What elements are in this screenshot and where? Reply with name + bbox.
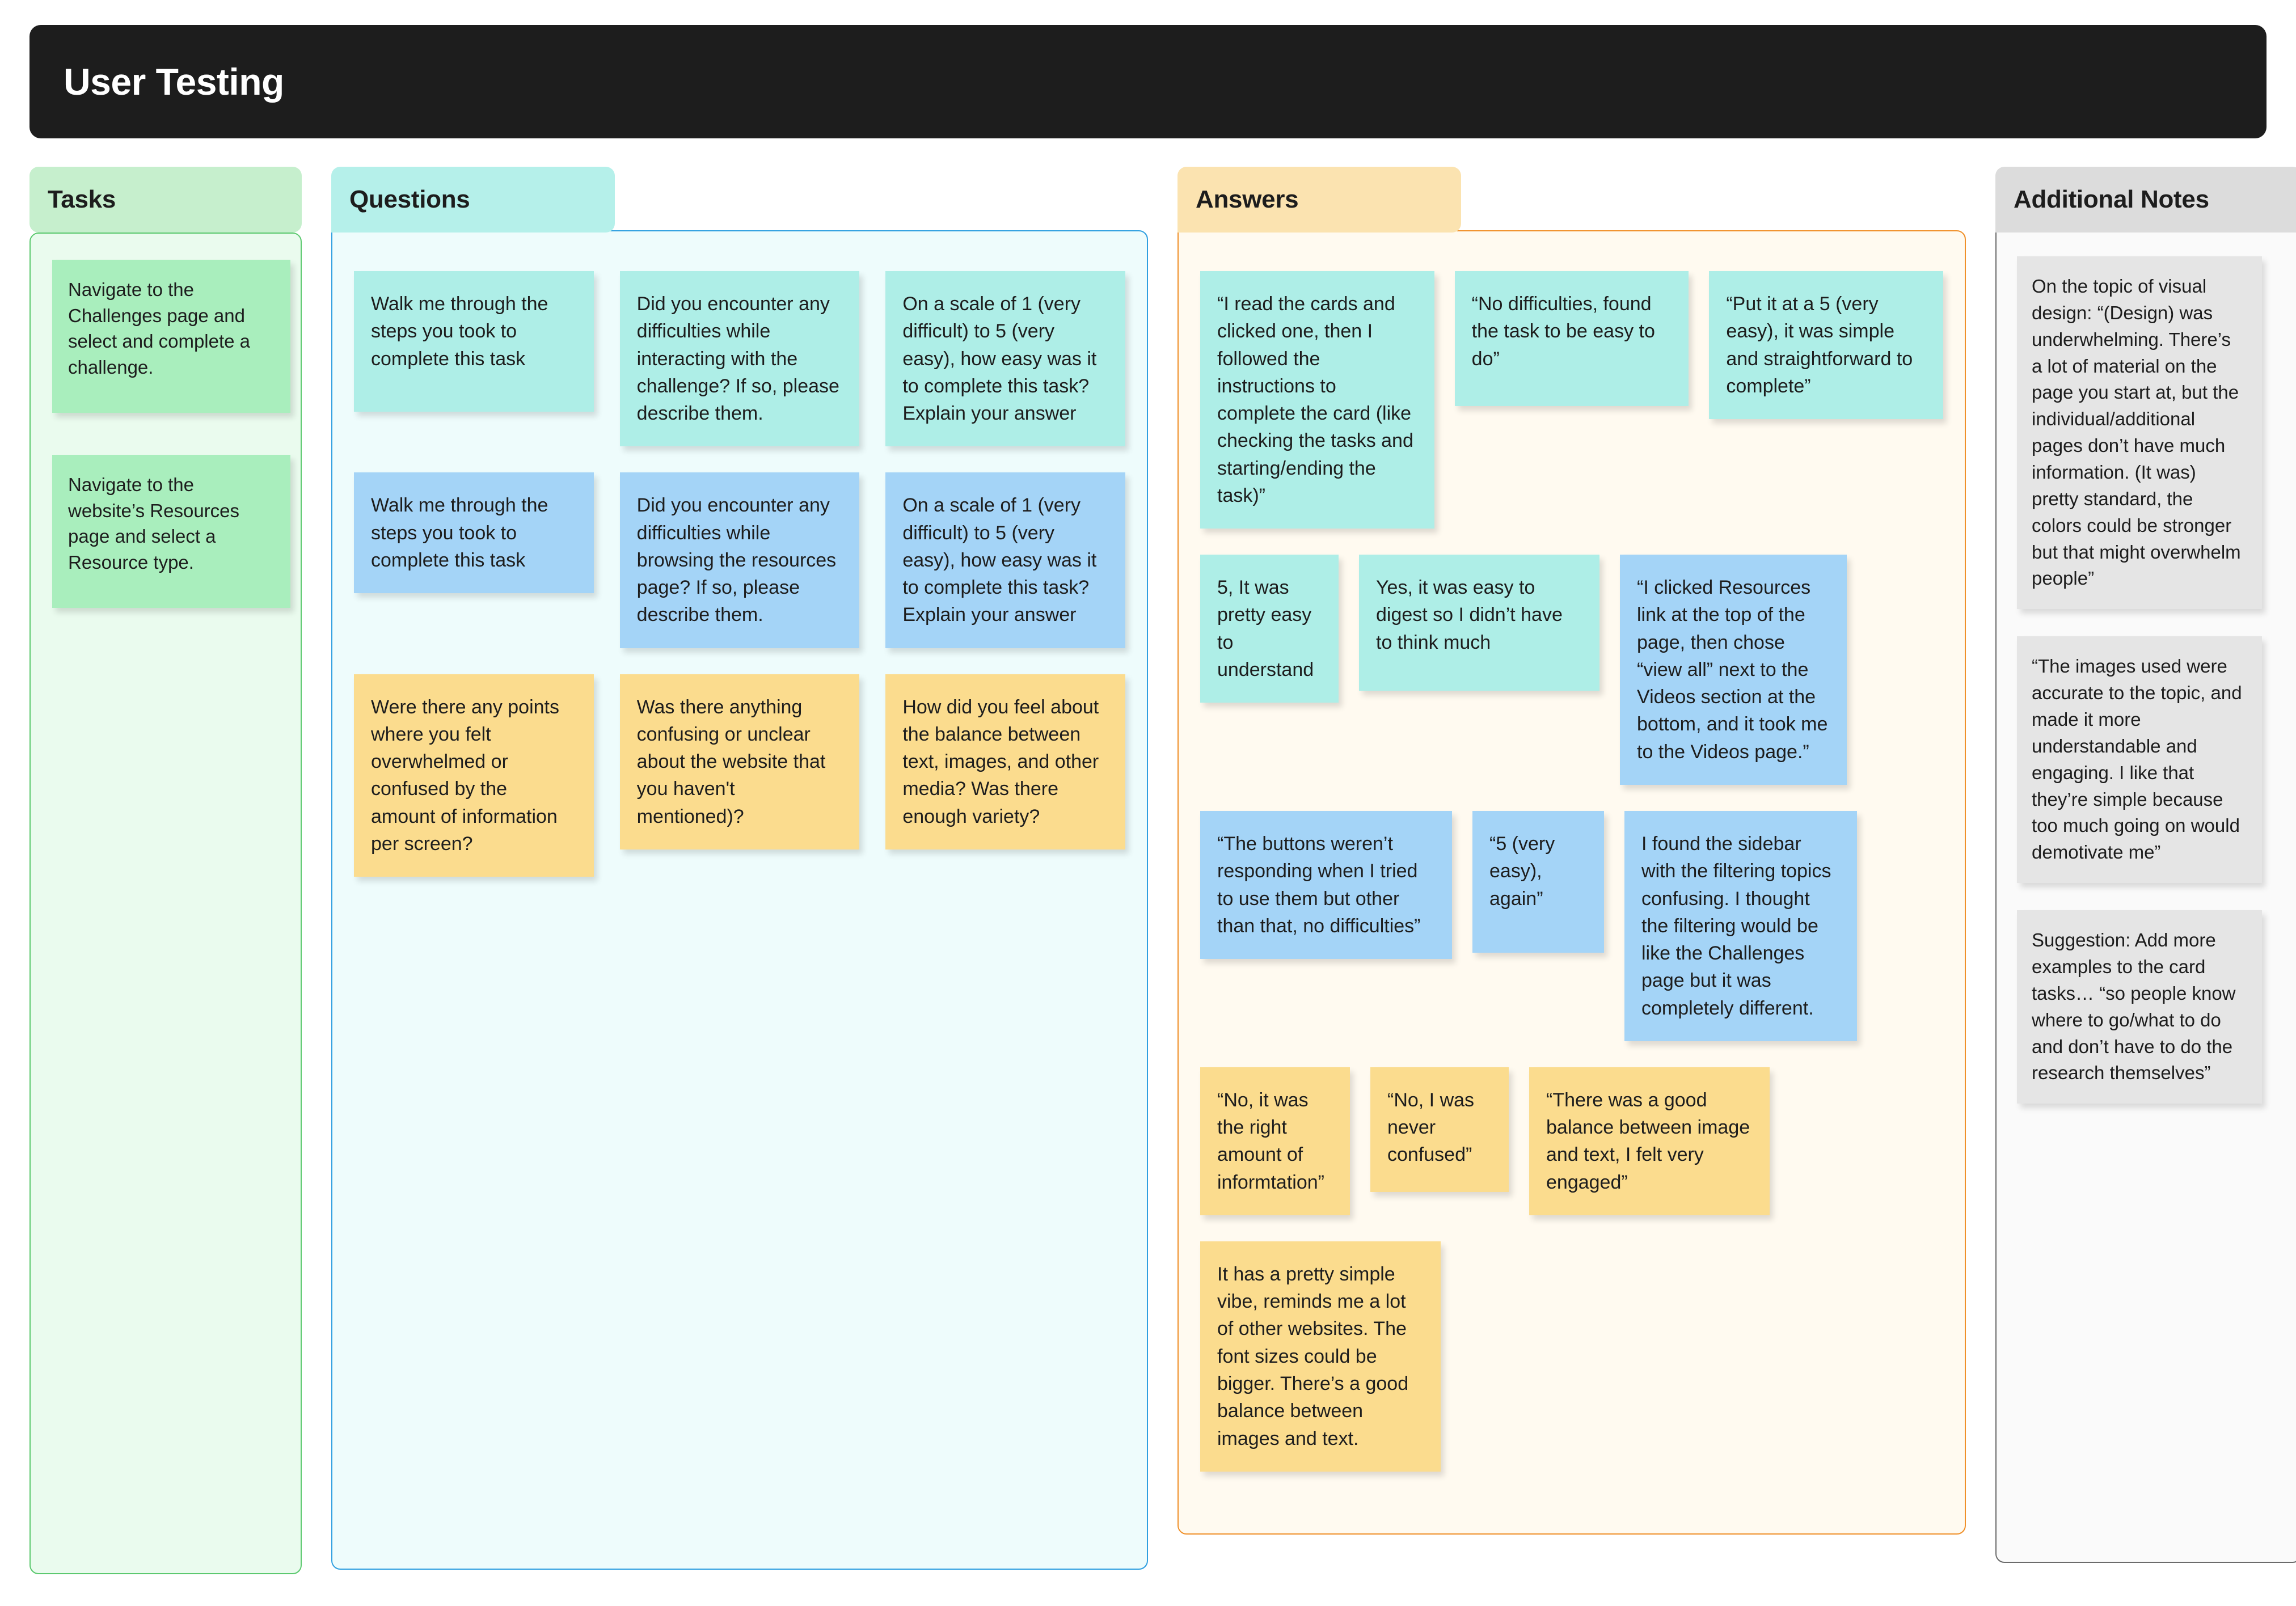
- answer-note[interactable]: “No, it was the right amount of informta…: [1200, 1067, 1350, 1215]
- column-questions: Questions Walk me through the steps you …: [331, 167, 1148, 1570]
- tab-tasks[interactable]: Tasks: [29, 167, 302, 233]
- task-note[interactable]: Navigate to the website’s Resources page…: [52, 455, 290, 608]
- answer-note[interactable]: “Put it at a 5 (very easy), it was simpl…: [1709, 271, 1944, 420]
- questions-row-3: Were there any points where you felt ove…: [354, 674, 1126, 877]
- answer-note[interactable]: It has a pretty simple vibe, reminds me …: [1200, 1241, 1441, 1472]
- question-note[interactable]: Walk me through the steps you took to co…: [354, 271, 594, 412]
- tab-tasks-label: Tasks: [48, 185, 116, 213]
- questions-row-2: Walk me through the steps you took to co…: [354, 472, 1126, 648]
- answer-note[interactable]: Yes, it was easy to digest so I didn’t h…: [1359, 555, 1599, 691]
- question-note[interactable]: Were there any points where you felt ove…: [354, 674, 594, 877]
- question-note[interactable]: Did you encounter any difficulties while…: [619, 472, 860, 648]
- additional-note[interactable]: Suggestion: Add more examples to the car…: [2017, 910, 2262, 1104]
- answer-note[interactable]: “I clicked Resources link at the top of …: [1620, 555, 1847, 785]
- additional-note[interactable]: “The images used were accurate to the to…: [2017, 636, 2262, 884]
- tab-additional-notes[interactable]: Additional Notes: [1995, 167, 2296, 233]
- question-note[interactable]: How did you feel about the balance betwe…: [885, 674, 1126, 850]
- tab-answers[interactable]: Answers: [1177, 167, 1461, 233]
- title-bar: User Testing: [29, 25, 2267, 138]
- question-note[interactable]: Was there anything confusing or unclear …: [619, 674, 860, 850]
- question-note[interactable]: On a scale of 1 (very difficult) to 5 (v…: [885, 271, 1126, 447]
- answer-note[interactable]: “There was a good balance between image …: [1529, 1067, 1770, 1215]
- answer-note[interactable]: “No difficulties, found the task to be e…: [1454, 271, 1689, 406]
- additional-note[interactable]: On the topic of visual design: “(Design)…: [2017, 256, 2262, 610]
- answers-row-2: 5, It was pretty easy to understand Yes,…: [1200, 555, 1943, 785]
- questions-row-1: Walk me through the steps you took to co…: [354, 271, 1126, 447]
- panel-tasks: Navigate to the Challenges page and sele…: [29, 233, 302, 1574]
- column-tasks: Tasks Navigate to the Challenges page an…: [29, 167, 302, 1574]
- column-additional-notes: Additional Notes On the topic of visual …: [1995, 167, 2296, 1563]
- tab-questions-label: Questions: [349, 185, 470, 213]
- board-columns: Tasks Navigate to the Challenges page an…: [29, 167, 2296, 1574]
- panel-answers: “I read the cards and clicked one, then …: [1177, 230, 1966, 1535]
- question-note[interactable]: Did you encounter any difficulties while…: [619, 271, 860, 447]
- answer-note[interactable]: 5, It was pretty easy to understand: [1200, 555, 1339, 703]
- tab-additional-notes-label: Additional Notes: [2014, 185, 2209, 213]
- answer-note[interactable]: “The buttons weren’t responding when I t…: [1200, 810, 1452, 960]
- column-answers: Answers “I read the cards and clicked on…: [1177, 167, 1966, 1535]
- panel-questions: Walk me through the steps you took to co…: [331, 230, 1148, 1570]
- tab-questions[interactable]: Questions: [331, 167, 615, 233]
- page-title: User Testing: [64, 61, 284, 103]
- answer-note[interactable]: I found the sidebar with the filtering t…: [1624, 810, 1857, 1041]
- answers-row-3: “The buttons weren’t responding when I t…: [1200, 810, 1943, 1041]
- answers-row-5: It has a pretty simple vibe, reminds me …: [1200, 1241, 1943, 1472]
- answers-row-1: “I read the cards and clicked one, then …: [1200, 271, 1944, 529]
- task-note[interactable]: Navigate to the Challenges page and sele…: [52, 260, 290, 413]
- tab-answers-label: Answers: [1196, 185, 1299, 213]
- panel-additional-notes: On the topic of visual design: “(Design)…: [1995, 230, 2296, 1563]
- answer-note[interactable]: “No, I was never confused”: [1370, 1067, 1509, 1192]
- answers-row-4: “No, it was the right amount of informta…: [1200, 1067, 1943, 1215]
- question-note[interactable]: On a scale of 1 (very difficult) to 5 (v…: [885, 472, 1126, 648]
- answer-note[interactable]: “I read the cards and clicked one, then …: [1200, 271, 1434, 529]
- question-note[interactable]: Walk me through the steps you took to co…: [354, 472, 594, 594]
- answer-note[interactable]: “5 (very easy), again”: [1472, 810, 1604, 953]
